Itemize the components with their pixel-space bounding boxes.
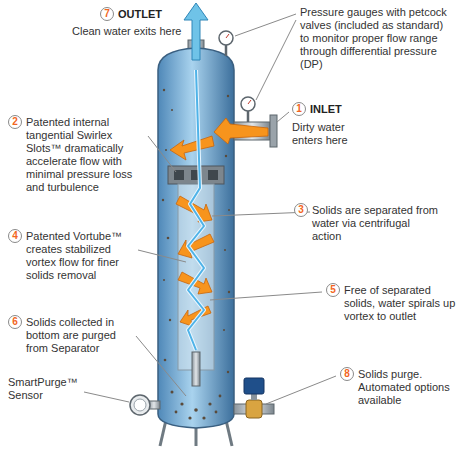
callout-text: Clean water exits here	[72, 25, 181, 38]
leader-lines	[84, 14, 336, 404]
callout-text: Solids are separated from water via cent…	[312, 204, 440, 243]
pressure-gauge	[241, 97, 255, 111]
center-pipe	[192, 352, 200, 386]
callout-text: Dirty water enters here	[292, 121, 364, 147]
smartpurge-sensor	[130, 395, 150, 415]
clean-flow-spiral	[188, 70, 204, 350]
clean-flow-spiral	[188, 70, 204, 350]
callout-number: 6	[8, 315, 22, 329]
callout-text: Patented Vortube™ creates stabilized vor…	[26, 230, 136, 282]
slot	[208, 170, 218, 180]
callout-number: 7	[100, 7, 114, 21]
callout-heading: INLET	[310, 103, 342, 116]
callout-heading: OUTLET	[118, 8, 162, 21]
dirty-flow-arrows	[170, 118, 268, 326]
valve-stem	[251, 394, 257, 400]
callout-text: Solids purge. Automated options availabl…	[358, 368, 466, 407]
callout-text: Solids collected in bottom are purged fr…	[26, 316, 134, 355]
outlet-arrow	[184, 3, 208, 60]
callout-text: Pressure gauges with petcock valves (inc…	[300, 6, 452, 71]
swirlex-slots	[168, 166, 224, 184]
separator-body	[158, 48, 234, 428]
gauge-needle	[248, 100, 251, 104]
pressure-gauge	[219, 31, 233, 45]
callout-number: 8	[340, 367, 354, 381]
valve-actuator	[244, 378, 264, 394]
callout-number: 2	[8, 115, 22, 129]
callout-text: Free of separated solids, water spirals …	[344, 284, 464, 323]
callout-number: 4	[8, 229, 22, 243]
gauge-stem	[247, 111, 250, 122]
solids-particles	[162, 89, 230, 420]
gauge-needle	[226, 34, 229, 38]
callout-text: Patented internal tangential Swirlex Slo…	[26, 116, 146, 194]
sensor-dial	[134, 399, 146, 411]
callout-text: SmartPurge™ Sensor	[8, 376, 83, 402]
purge-valve	[246, 400, 262, 418]
gauge-stem	[225, 45, 228, 56]
callout-number: 5	[326, 283, 340, 297]
inlet-flange	[270, 115, 277, 147]
callout-number: 1	[292, 102, 306, 116]
callout-number: 3	[294, 203, 308, 217]
